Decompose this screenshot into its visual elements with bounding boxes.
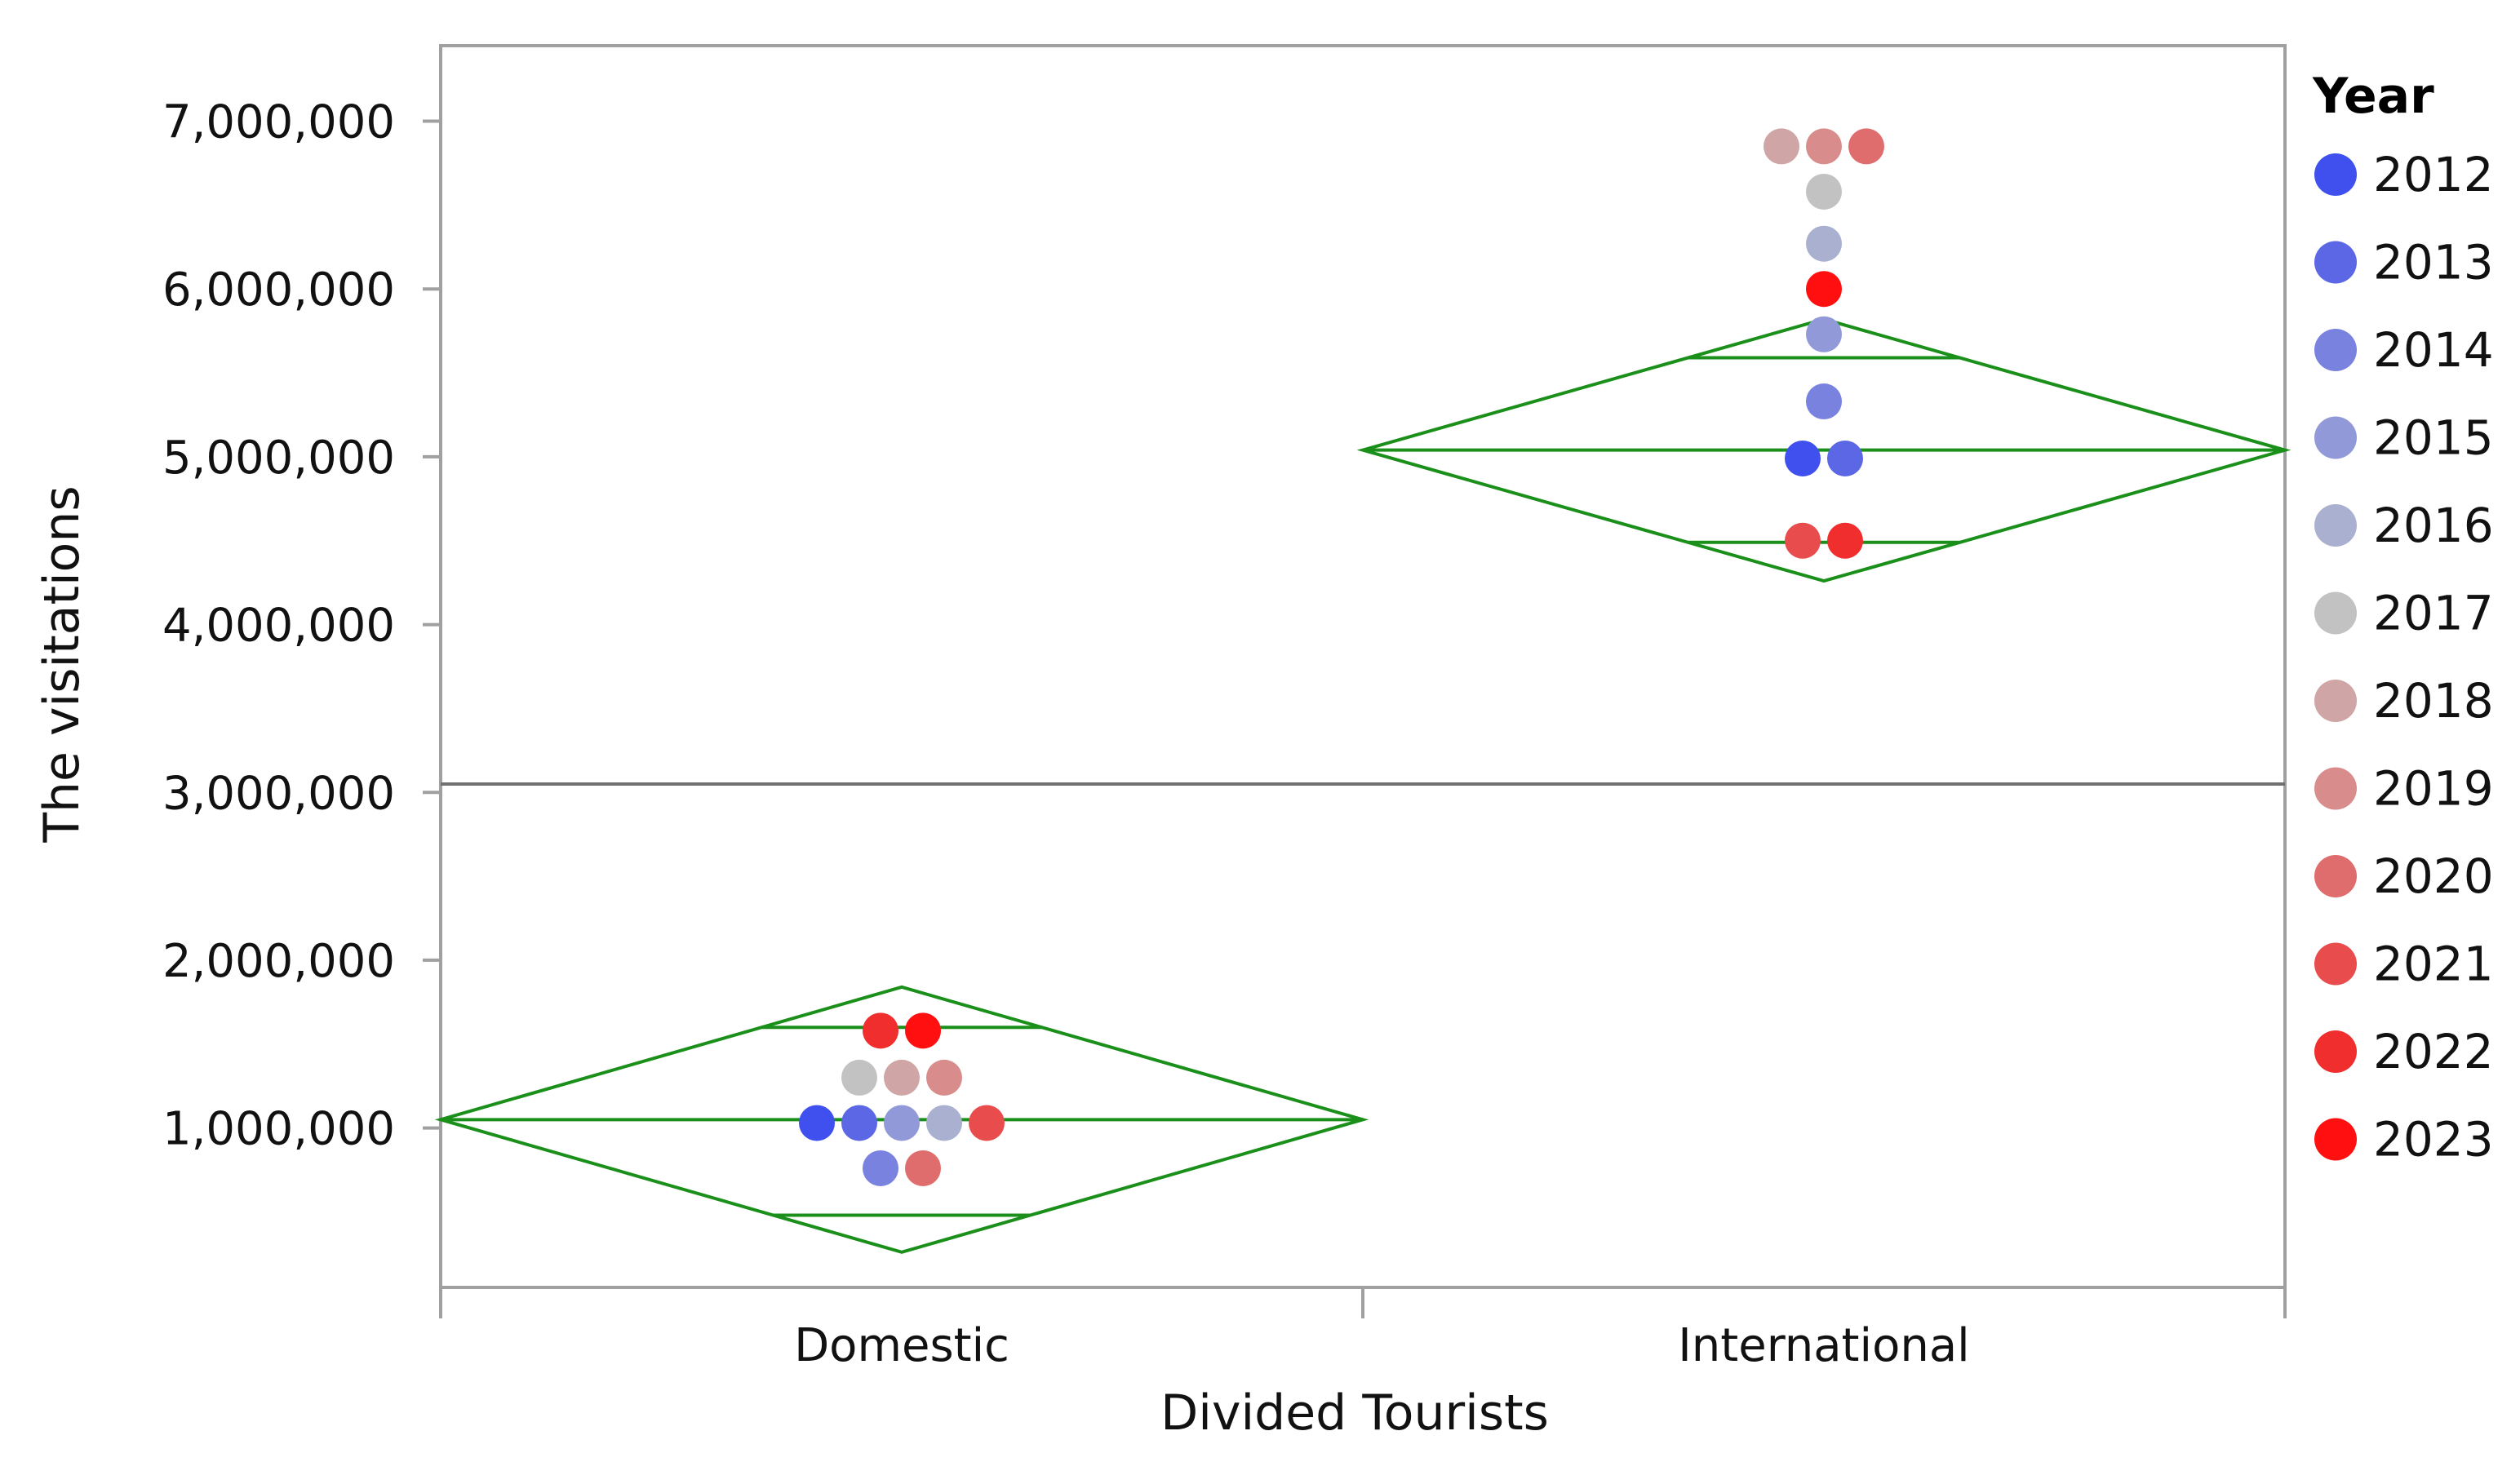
legend-title: Year: [2312, 68, 2434, 125]
legend-swatch: [2314, 153, 2357, 196]
data-point: [1764, 128, 1799, 165]
x-axis-title: Divided Tourists: [1160, 1384, 1549, 1442]
x-tick-label: International: [1678, 1319, 1969, 1372]
data-point: [1848, 128, 1884, 165]
data-points: [799, 128, 1884, 1186]
data-point: [926, 1105, 962, 1141]
data-point: [1785, 440, 1821, 476]
legend-label: 2022: [2373, 1024, 2494, 1079]
data-point: [1806, 225, 1842, 262]
data-point: [841, 1105, 877, 1141]
data-point: [799, 1105, 835, 1141]
data-point: [969, 1105, 1005, 1141]
legend-swatch: [2314, 1030, 2357, 1073]
legend-label: 2012: [2373, 147, 2494, 202]
data-point: [1806, 383, 1842, 420]
y-axis-title: The visitations: [33, 485, 91, 843]
y-tick-label: 1,000,000: [162, 1103, 395, 1156]
legend-swatch: [2314, 591, 2357, 635]
legend-label: 2016: [2373, 498, 2494, 553]
legend-swatch: [2314, 416, 2357, 459]
y-tick-label: 6,000,000: [162, 264, 395, 317]
legend-label: 2013: [2373, 235, 2494, 290]
legend-label: 2018: [2373, 673, 2494, 729]
data-point: [863, 1150, 898, 1186]
data-point: [1806, 128, 1842, 165]
y-tick-label: 7,000,000: [162, 96, 395, 149]
data-point: [905, 1150, 941, 1186]
data-point: [1827, 440, 1863, 476]
data-point: [841, 1059, 877, 1096]
legend-label: 2017: [2373, 586, 2494, 641]
x-axis: Domestic International: [439, 1287, 2287, 1372]
data-point: [1806, 316, 1842, 352]
legend-swatch: [2314, 855, 2357, 897]
x-tick-label: Domestic: [794, 1319, 1009, 1372]
legend-swatch: [2314, 680, 2357, 722]
legend-swatch: [2314, 1118, 2357, 1161]
y-axis: 1,000,000 2,000,000 3,000,000 4,000,000 5,00…: [162, 96, 441, 1156]
data-point: [1785, 522, 1821, 559]
legend: Year 2012 2013 2014 2015 2016 2017 2018 2019 202…: [2312, 68, 2494, 1167]
y-tick-label: 4,000,000: [162, 600, 395, 653]
data-point: [1827, 522, 1863, 559]
data-point: [926, 1059, 962, 1096]
legend-label: 2015: [2373, 410, 2494, 466]
data-point: [884, 1059, 920, 1096]
legend-label: 2019: [2373, 761, 2494, 817]
legend-label: 2020: [2373, 848, 2494, 904]
y-tick-label: 5,000,000: [162, 432, 395, 485]
legend-label: 2014: [2373, 322, 2494, 378]
legend-label: 2021: [2373, 937, 2494, 992]
legend-swatch: [2314, 767, 2357, 810]
data-point: [905, 1012, 941, 1049]
data-point: [863, 1012, 898, 1049]
legend-label: 2023: [2373, 1112, 2494, 1167]
legend-swatch: [2314, 241, 2357, 284]
y-tick-label: 2,000,000: [162, 935, 395, 988]
legend-swatch: [2314, 329, 2357, 371]
data-point: [884, 1105, 920, 1141]
y-tick-label: 3,000,000: [162, 767, 395, 820]
legend-swatch: [2314, 942, 2357, 986]
data-point: [1806, 271, 1842, 308]
data-point: [1806, 173, 1842, 210]
legend-swatch: [2314, 504, 2357, 547]
